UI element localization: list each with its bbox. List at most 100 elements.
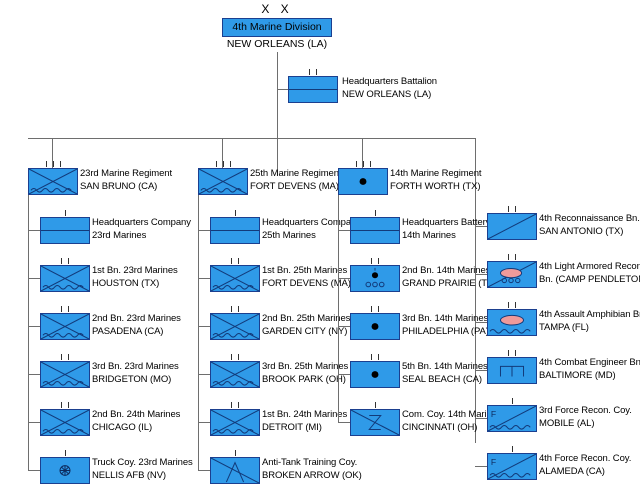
unit-symbol-headquarters-company[interactable] bbox=[40, 217, 90, 244]
unit-connector-col-23rd-2 bbox=[28, 326, 40, 327]
unit-symbol-transport-wheel[interactable] bbox=[40, 457, 90, 484]
division-title-box[interactable]: 4th Marine Division bbox=[222, 18, 332, 37]
unit-col-25th-5[interactable]: Anti-Tank Training Coy.BROKEN ARROW (OK) bbox=[210, 450, 430, 484]
regiment-drop-0 bbox=[52, 138, 53, 168]
unit-symbol-infantry-amphibious[interactable] bbox=[40, 265, 90, 292]
unit-label: 3rd Force Recon. Coy.MOBILE (AL) bbox=[539, 405, 632, 430]
unit-symbol-anti-tank[interactable] bbox=[210, 457, 260, 484]
echelon-ticks bbox=[350, 354, 400, 360]
unit-symbol-artillery[interactable] bbox=[350, 313, 400, 340]
unit-symbol-force-recon[interactable]: F bbox=[487, 405, 537, 432]
unit-symbol-signal[interactable] bbox=[350, 409, 400, 436]
unit-label: 4th Force Recon. Coy.ALAMEDA (CA) bbox=[539, 453, 631, 478]
unit-symbol-headquarters-company[interactable] bbox=[210, 217, 260, 244]
unit-symbol-infantry-amphibious[interactable] bbox=[40, 409, 90, 436]
unit-symbol-artillery-self-propelled[interactable] bbox=[350, 265, 400, 292]
echelon-ticks bbox=[210, 450, 260, 456]
unit-symbol-assault-amphibian[interactable] bbox=[487, 309, 537, 336]
unit-connector-col-separate-3 bbox=[475, 370, 487, 371]
unit-label-line1: 23rd Marine Regiment bbox=[80, 168, 172, 179]
unit-symbol-infantry-amphibious[interactable] bbox=[198, 168, 248, 195]
unit-label-line1: 5th Bn. 14th Marines bbox=[402, 361, 488, 372]
unit-symbol-headquarters-company[interactable] bbox=[350, 217, 400, 244]
echelon-ticks bbox=[350, 402, 400, 408]
unit-connector-col-25th-3 bbox=[198, 374, 210, 375]
unit-symbol-infantry-amphibious[interactable] bbox=[210, 313, 260, 340]
unit-label-line1: 4th Light Armored Recon. bbox=[539, 261, 640, 272]
unit-label-line2: BROOK PARK (OH) bbox=[262, 373, 346, 385]
division-main-spine bbox=[277, 52, 278, 176]
unit-label-line2: CHICAGO (IL) bbox=[92, 421, 153, 433]
separate-units-spine bbox=[475, 138, 476, 443]
column-spine-col-23rd bbox=[28, 195, 29, 470]
echelon-ticks bbox=[487, 254, 537, 260]
unit-symbol-combat-engineer[interactable] bbox=[487, 357, 537, 384]
unit-symbol-infantry-amphibious[interactable] bbox=[40, 313, 90, 340]
unit-connector-col-25th-1 bbox=[198, 278, 210, 279]
unit-col-separate-2[interactable]: 4th Assault Amphibian Bn.TAMPA (FL) bbox=[487, 302, 640, 336]
unit-label-line2: FORT DEVENS (MA) bbox=[250, 180, 339, 192]
unit-label-line2: DETROIT (MI) bbox=[262, 421, 322, 433]
unit-symbol-infantry-amphibious[interactable] bbox=[40, 361, 90, 388]
unit-label-line2: ALAMEDA (CA) bbox=[539, 465, 605, 477]
unit-symbol-infantry-amphibious[interactable] bbox=[210, 409, 260, 436]
unit-connector-col-25th-2 bbox=[198, 326, 210, 327]
unit-connector-col-25th-5 bbox=[198, 470, 210, 471]
unit-symbol-infantry-amphibious[interactable] bbox=[210, 361, 260, 388]
echelon-ticks bbox=[198, 161, 248, 167]
unit-label: 4th Combat Engineer Bn.BALTIMORE (MD) bbox=[539, 357, 640, 382]
unit-col-separate-3[interactable]: 4th Combat Engineer Bn.BALTIMORE (MD) bbox=[487, 350, 640, 384]
unit-label-line1: 2nd Bn. 23rd Marines bbox=[92, 313, 181, 324]
unit-label-line2: NELLIS AFB (NV) bbox=[92, 469, 166, 481]
unit-label-line2: PHILADELPHIA (PA) bbox=[402, 325, 489, 337]
unit-symbol-artillery[interactable] bbox=[350, 361, 400, 388]
unit-symbol-infantry-amphibious[interactable] bbox=[210, 265, 260, 292]
unit-symbol-artillery[interactable] bbox=[338, 168, 388, 195]
unit-label-line2: SAN BRUNO (CA) bbox=[80, 180, 158, 192]
unit-connector-col-23rd-1 bbox=[28, 278, 40, 279]
unit-label-line1: Com. Coy. 14th Marines bbox=[402, 409, 502, 420]
echelon-ticks bbox=[210, 306, 260, 312]
unit-col-separate-0[interactable]: 4th Reconnaissance Bn.SAN ANTONIO (TX) bbox=[487, 206, 640, 240]
unit-connector-col-separate-4 bbox=[475, 418, 487, 419]
unit-symbol-light-armored-recon[interactable] bbox=[487, 261, 537, 288]
echelon-ticks bbox=[487, 206, 537, 212]
unit-connector-col-separate-5 bbox=[475, 466, 487, 467]
echelon-ticks bbox=[487, 446, 537, 452]
unit-col-separate-1[interactable]: 4th Light Armored Recon.Bn. (CAMP PENDLE… bbox=[487, 254, 640, 288]
unit-symbol-infantry-amphibious[interactable] bbox=[28, 168, 78, 195]
unit-symbol-force-recon[interactable]: F bbox=[487, 453, 537, 480]
unit-symbol-headquarters-battalion[interactable] bbox=[288, 76, 338, 103]
unit-symbol-reconnaissance[interactable] bbox=[487, 213, 537, 240]
unit-label-line2: FORTH WORTH (TX) bbox=[390, 180, 481, 192]
hq-battalion-connector bbox=[277, 89, 288, 90]
unit-label-line2: PASADENA (CA) bbox=[92, 325, 164, 337]
unit-connector-col-23rd-5 bbox=[28, 470, 40, 471]
